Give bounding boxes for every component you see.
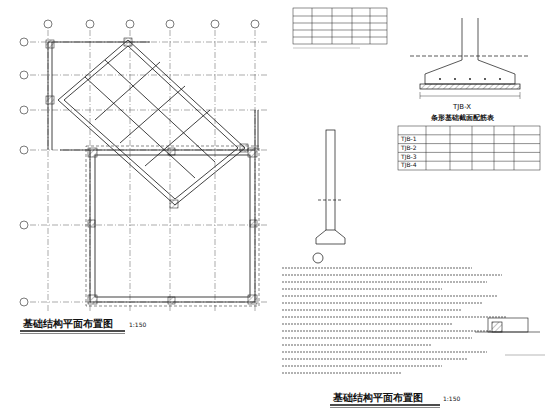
table-cell: TJB-2 <box>400 145 418 152</box>
table-cell: TJB-4 <box>400 162 418 169</box>
table-cell: TJB-3 <box>400 154 418 161</box>
drawing-title: 1:150 <box>128 322 147 329</box>
drawing-title: 基础结构平面布置图 <box>22 318 114 329</box>
detail-title: TJB-X <box>452 104 472 112</box>
drawing-title: 1:150 <box>442 396 461 403</box>
detail-title: 条形基础截面配筋表 <box>430 115 495 123</box>
drawing-title: 基础结构平面布置图 <box>332 392 424 403</box>
table-cell: TJB-1 <box>400 136 418 143</box>
